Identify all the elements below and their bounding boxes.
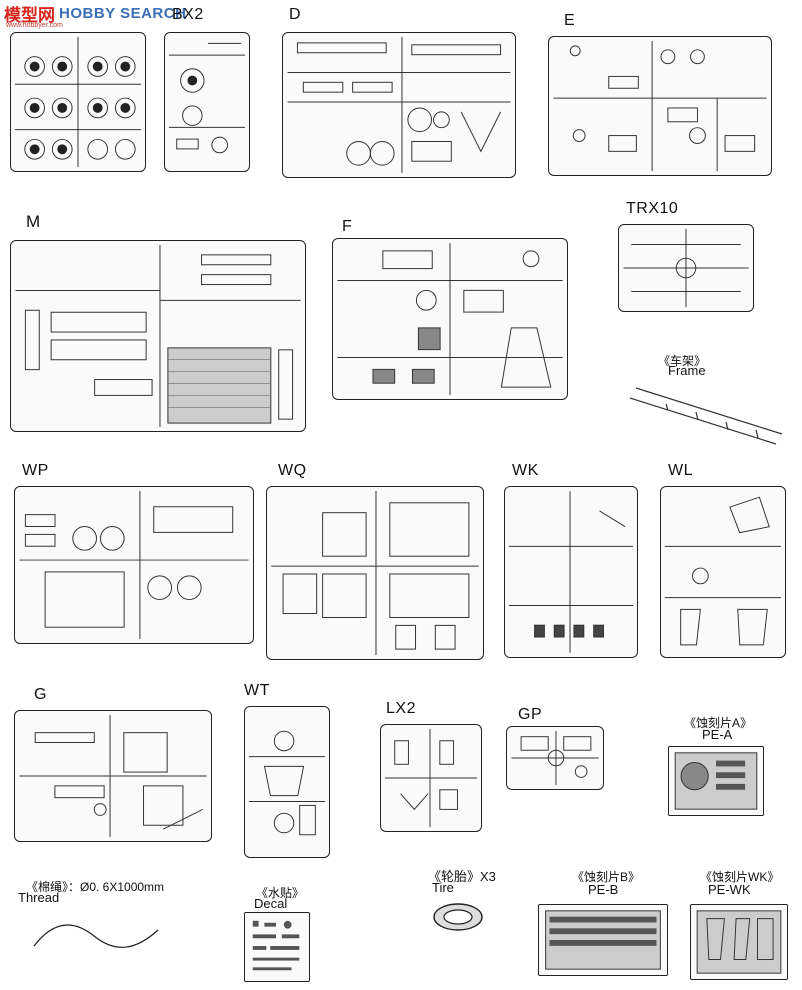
label-wq: WQ <box>278 462 307 479</box>
sprue-b <box>10 32 146 172</box>
pe-wk-label-en: PE-WK <box>708 882 751 897</box>
sprue-trx10 <box>618 224 754 312</box>
pe-a-sheet <box>668 746 764 816</box>
thread-label-cn: 《棉绳》：Ø0. 6X1000mm <box>26 880 165 894</box>
sprue-wl <box>660 486 786 658</box>
label-e: E <box>564 12 576 29</box>
sprue-bx2 <box>164 32 250 172</box>
thread-label-en: Thread <box>18 890 60 905</box>
pe-b-label-en: PE-B <box>588 882 619 897</box>
label-d: D <box>289 6 302 23</box>
frame-part <box>629 387 783 445</box>
sprue-e <box>548 36 772 176</box>
logo-cn: 模型网 <box>4 5 55 26</box>
pe-wk-sheet <box>690 904 788 980</box>
frame-label-en: Frame <box>668 363 706 378</box>
label-wl: WL <box>668 462 693 479</box>
label-m: M <box>26 212 41 231</box>
label-bx2: BX2 <box>172 6 204 23</box>
decal-label-cn: 《水贴》 <box>256 886 305 900</box>
tire-part <box>433 903 483 931</box>
pe-a-label-cn: 《蚀刻片A》 <box>684 716 753 730</box>
sprue-m <box>10 240 306 432</box>
label-wp: WP <box>22 462 49 479</box>
frame-label-cn: 《车架》 <box>658 354 707 368</box>
pe-b-label-cn: 《蚀刻片B》 <box>572 870 641 884</box>
sprue-wq <box>266 486 484 660</box>
label-g: G <box>34 686 47 703</box>
decal-sheet <box>244 912 310 982</box>
tire-label-cn: 《轮胎》X3 <box>428 869 496 884</box>
site-logo: 模型网 HOBBY SEARCH <box>4 2 187 26</box>
thread-part <box>33 924 159 948</box>
pe-wk-label-cn: 《蚀刻片WK》 <box>700 870 780 884</box>
label-f: F <box>342 218 353 235</box>
label-trx10: TRX10 <box>626 200 679 217</box>
sprue-wt <box>244 706 330 858</box>
sprue-f <box>332 238 568 400</box>
decal-label-en: Decal <box>254 896 288 911</box>
label-lx2: LX2 <box>386 700 416 717</box>
logo-en: HOBBY SEARCH <box>59 4 187 22</box>
label-gp: GP <box>518 706 543 723</box>
sprue-g <box>14 710 212 842</box>
sprue-d <box>282 32 516 178</box>
sprue-wk <box>504 486 638 658</box>
logo-url: www.hobbyer.com <box>6 22 63 29</box>
sprue-wp <box>14 486 254 644</box>
pe-b-sheet <box>538 904 668 976</box>
pe-a-label-en: PE-A <box>702 727 733 742</box>
label-wt: WT <box>244 682 270 699</box>
label-wk: WK <box>512 462 539 479</box>
tire-label-en: Tire <box>432 880 454 895</box>
sprue-lx2 <box>380 724 482 832</box>
sprue-gp <box>506 726 604 790</box>
